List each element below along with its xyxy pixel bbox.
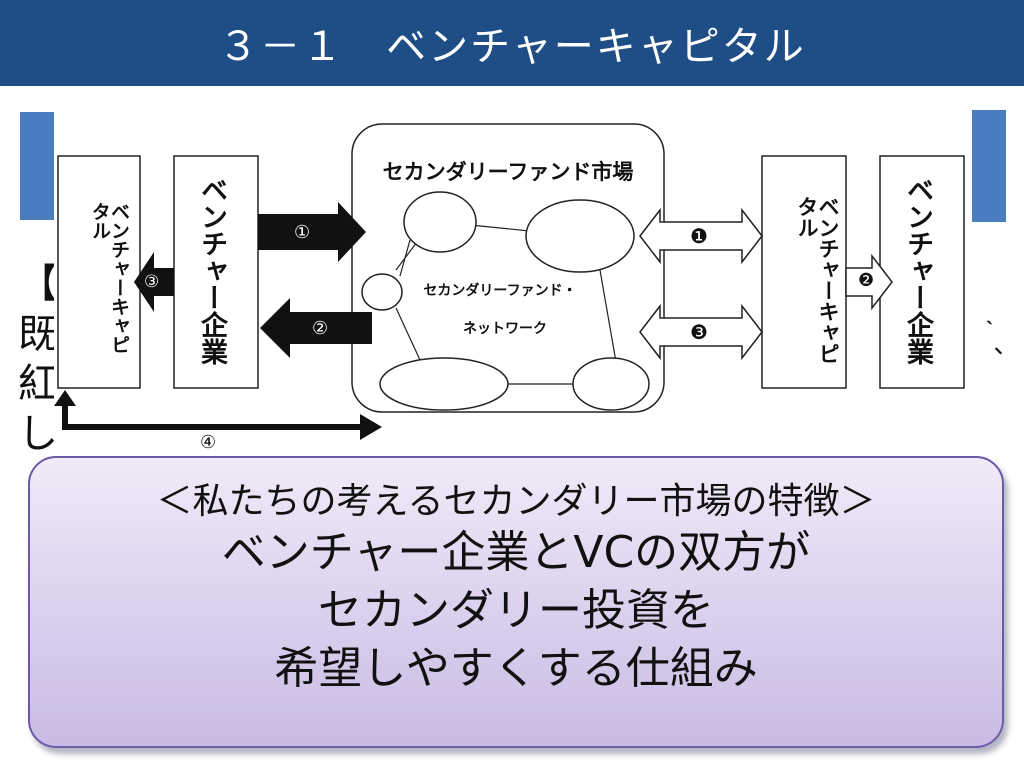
arrow-2 bbox=[260, 298, 372, 358]
background-char-1: 既 bbox=[18, 311, 58, 357]
slide-title: ３－１ ベンチャーキャピタル bbox=[0, 0, 1024, 86]
background-bracket: 【 bbox=[18, 261, 58, 307]
features-callout: ＜私たちの考えるセカンダリー市場の特徴＞ ベンチャー企業とVCの双方が セカンダ… bbox=[28, 456, 1004, 748]
market-title: セカンダリーファンド市場 bbox=[382, 160, 634, 184]
right-vc-label: ベンチャーキャピタル bbox=[795, 196, 840, 364]
left-venture-label: ベンチャー企業 bbox=[196, 176, 227, 365]
callout-subtitle: ＜私たちの考えるセカンダリー市場の特徴＞ bbox=[156, 481, 876, 522]
callout-line-2: セカンダリー投資を bbox=[318, 585, 714, 636]
background-char-2: 紅 bbox=[18, 361, 58, 407]
arrow-b2-label: ❷ bbox=[858, 270, 875, 291]
left-venture-box bbox=[173, 155, 259, 389]
background-band-right bbox=[972, 110, 1006, 222]
left-vc-label: ベンチャーキャピタル bbox=[89, 202, 130, 354]
arrow-1 bbox=[258, 202, 366, 262]
callout-line-3: 希望しやすくする仕組み bbox=[274, 643, 758, 694]
arrow-4-label: ④ bbox=[200, 432, 217, 453]
arrow-3-label: ③ bbox=[144, 272, 160, 292]
right-venture-label: ベンチャー企業 bbox=[902, 176, 933, 365]
arrow-b1 bbox=[639, 207, 763, 265]
arrow-b3 bbox=[639, 303, 763, 361]
arrow-1-label: ① bbox=[294, 222, 311, 243]
arrow-3 bbox=[134, 252, 174, 312]
network-nodes bbox=[361, 191, 650, 411]
network-label-1: セカンダリーファンド・ bbox=[423, 283, 577, 299]
callout-line-1: ベンチャー企業とVCの双方が bbox=[221, 527, 811, 578]
arrow-2-label: ② bbox=[312, 318, 329, 339]
arrow-4 bbox=[54, 390, 382, 440]
arrow-b3-label: ❸ bbox=[690, 320, 708, 344]
left-vc-box bbox=[57, 155, 141, 389]
background-band-left bbox=[20, 112, 60, 220]
network-label-2: ネットワーク bbox=[463, 321, 547, 337]
arrow-b1-label: ❶ bbox=[690, 224, 708, 248]
arrow-b2 bbox=[845, 253, 893, 311]
background-right-marks: ｀、 bbox=[973, 320, 1003, 372]
secondary-market-diagram bbox=[54, 98, 972, 456]
background-char-3: し bbox=[18, 411, 58, 457]
